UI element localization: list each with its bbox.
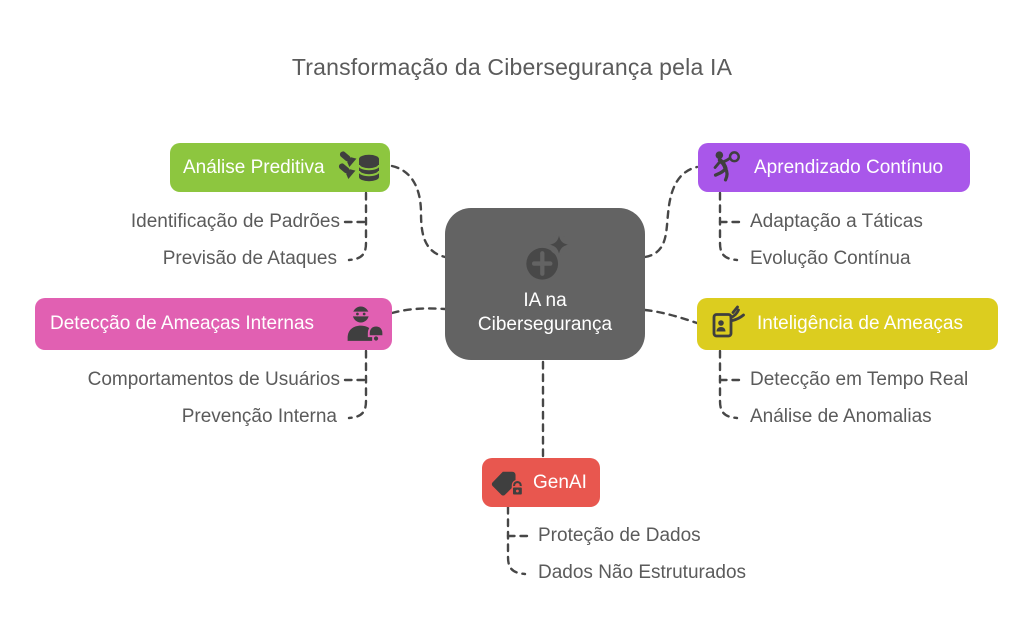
ai-sparkle-globe-icon bbox=[526, 234, 569, 280]
tag-lock-icon bbox=[491, 471, 524, 496]
branch-node-aprendizado-continuo[interactable]: Aprendizado Contínuo bbox=[698, 143, 970, 192]
branch-label-aprendizado-continuo: Aprendizado Contínuo bbox=[754, 156, 944, 178]
connector-center-to-analise-preditiva bbox=[390, 164, 447, 259]
leaf-adaptacao-a-taticas[interactable]: Adaptação a Táticas bbox=[750, 211, 923, 232]
branch-label-genai: GenAI bbox=[533, 471, 587, 493]
branch-node-analise-preditiva[interactable]: Análise Preditiva bbox=[170, 143, 390, 192]
center-node-label: IA na Cibersegurança bbox=[478, 289, 612, 337]
runner-hoop-icon bbox=[713, 150, 740, 181]
branch-label-deteccao-ameacas-internas: Detecção de Ameaças Internas bbox=[50, 313, 315, 334]
center-node[interactable]: IA na Cibersegurança bbox=[445, 208, 645, 360]
spine-inteligencia bbox=[718, 349, 739, 420]
connector-center-to-inteligencia bbox=[643, 308, 699, 325]
center-label-line1: IA na bbox=[523, 289, 567, 311]
leaf-deteccao-em-tempo-real[interactable]: Detecção em Tempo Real bbox=[750, 369, 969, 390]
connector-center-to-deteccao-internas bbox=[390, 307, 447, 315]
spine-deteccao-internas bbox=[347, 349, 368, 420]
branch-node-deteccao-ameacas-internas[interactable]: Detecção de Ameaças Internas bbox=[35, 298, 392, 350]
branch-label-analise-preditiva: Análise Preditiva bbox=[183, 156, 325, 178]
leaf-protecao-de-dados[interactable]: Proteção de Dados bbox=[538, 525, 701, 546]
spine-genai bbox=[506, 505, 527, 576]
branch-label-inteligencia-de-ameacas: Inteligência de Ameaças bbox=[757, 313, 963, 334]
masked-insider-bell-icon bbox=[347, 306, 385, 341]
id-badge-hand-icon bbox=[712, 305, 745, 338]
leaf-dados-nao-estruturados[interactable]: Dados Não Estruturados bbox=[538, 562, 747, 583]
diagram-title: Transformação da Cibersegurança pela IA bbox=[291, 54, 733, 80]
branch-node-inteligencia-de-ameacas[interactable]: Inteligência de Ameaças bbox=[697, 298, 998, 350]
spine-analise-preditiva bbox=[347, 191, 368, 262]
leaf-analise-de-anomalias[interactable]: Análise de Anomalias bbox=[750, 406, 932, 427]
center-label-line2: Cibersegurança bbox=[477, 313, 613, 335]
leaf-prevencao-interna[interactable]: Prevenção Interna bbox=[181, 406, 337, 427]
database-missiles-icon bbox=[338, 150, 380, 181]
spine-aprendizado bbox=[718, 191, 739, 262]
leaf-evolucao-continua[interactable]: Evolução Contínua bbox=[750, 248, 911, 269]
leaf-previsao-de-ataques[interactable]: Previsão de Ataques bbox=[162, 248, 337, 269]
connector-center-to-aprendizado bbox=[643, 165, 699, 259]
leaf-comportamentos-de-usuarios[interactable]: Comportamentos de Usuários bbox=[87, 369, 340, 390]
leaf-identificacao-de-padroes[interactable]: Identificação de Padrões bbox=[130, 211, 340, 232]
branch-node-genai[interactable]: GenAI bbox=[482, 458, 600, 507]
